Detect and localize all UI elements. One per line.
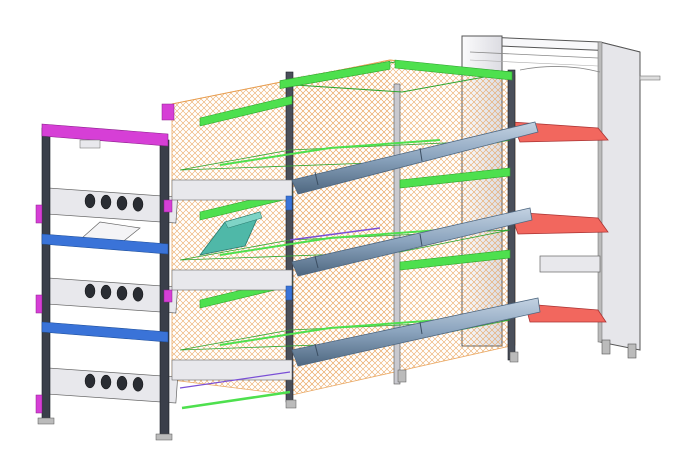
feed-trough-icon [291, 121, 541, 367]
roller-1-0 [84, 283, 96, 299]
end-frame-icon [35, 103, 297, 441]
roller-1-1 [100, 284, 112, 300]
roller-2-3 [132, 377, 144, 392]
cage-floors [179, 139, 511, 410]
roller-2-1 [100, 374, 112, 390]
roller-0-0 [84, 193, 96, 209]
roller-1-3 [132, 287, 144, 302]
roller-1-2 [116, 285, 128, 301]
roller-2-0 [84, 373, 96, 389]
accent-bars [179, 227, 381, 389]
egg-collector-roller-icon [45, 179, 293, 404]
roller-2-2 [116, 375, 128, 391]
manure-belt-icon [509, 121, 609, 323]
roller-0-3 [132, 197, 144, 212]
roller-0-2 [116, 195, 128, 211]
roller-0-1 [100, 194, 112, 210]
